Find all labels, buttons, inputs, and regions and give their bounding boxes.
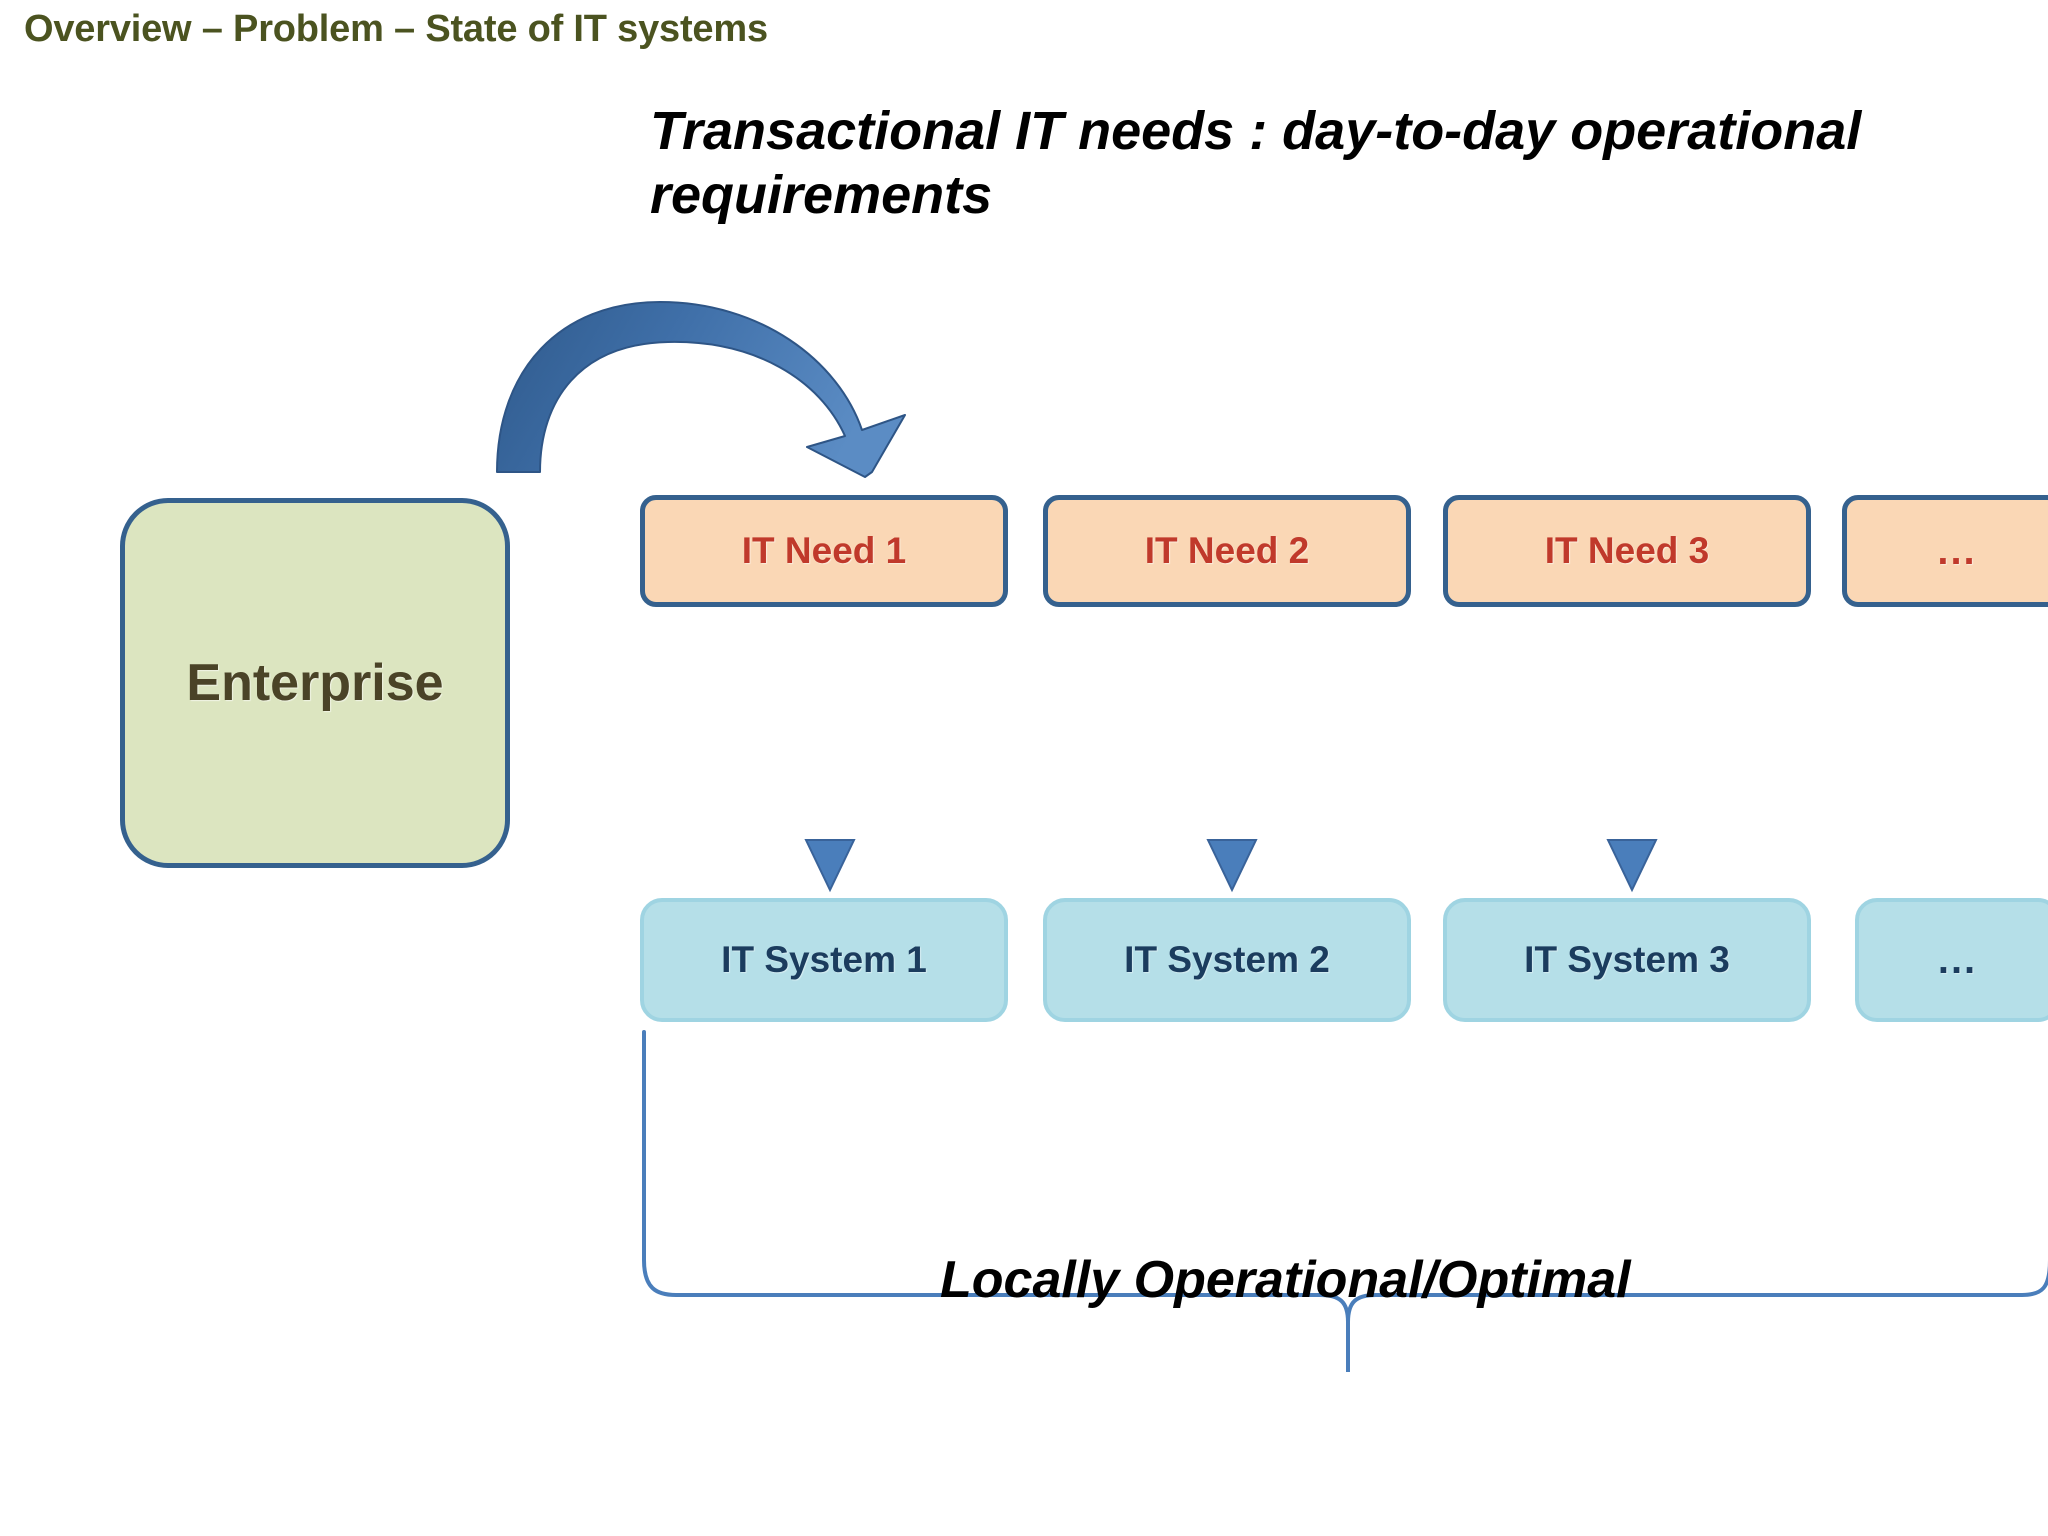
slide-title: Overview – Problem – State of IT systems (24, 8, 768, 50)
it-need-1-label: IT Need 1 (741, 530, 907, 571)
locally-optimal-caption: Locally Operational/Optimal (940, 1251, 1631, 1309)
down-arrow-icon-3 (1606, 665, 1658, 893)
headline-line-2: requirements (650, 164, 993, 225)
it-system-more-label: ... (1937, 938, 1978, 982)
it-system-more-box[interactable]: ... (1855, 898, 2048, 1022)
enterprise-box[interactable]: Enterprise (120, 498, 510, 868)
it-need-more-label: ... (1937, 529, 1977, 573)
it-system-1-label: IT System 1 (721, 939, 927, 980)
headline: Transactional IT needs : day-to-day oper… (650, 100, 2048, 227)
it-need-2-label: IT Need 2 (1144, 530, 1310, 571)
it-system-3-box[interactable]: IT System 3 (1443, 898, 1811, 1022)
it-system-2-label: IT System 2 (1124, 939, 1330, 980)
it-need-more-box[interactable]: ... (1842, 495, 2048, 607)
it-need-3-box[interactable]: IT Need 3 (1443, 495, 1811, 607)
it-need-2-box[interactable]: IT Need 2 (1043, 495, 1411, 607)
enterprise-label: Enterprise (186, 654, 444, 712)
curved-arrow-icon (496, 301, 906, 478)
curly-brace-icon (642, 1030, 2048, 1372)
down-arrow-icon-1 (804, 665, 856, 893)
it-system-2-box[interactable]: IT System 2 (1043, 898, 1411, 1022)
it-need-1-box[interactable]: IT Need 1 (640, 495, 1008, 607)
it-system-3-label: IT System 3 (1524, 939, 1730, 980)
headline-line-1: Transactional IT needs : day-to-day oper… (650, 101, 1862, 161)
down-arrow-icon-2 (1206, 665, 1258, 893)
it-need-3-label: IT Need 3 (1544, 530, 1710, 571)
it-system-1-box[interactable]: IT System 1 (640, 898, 1008, 1022)
